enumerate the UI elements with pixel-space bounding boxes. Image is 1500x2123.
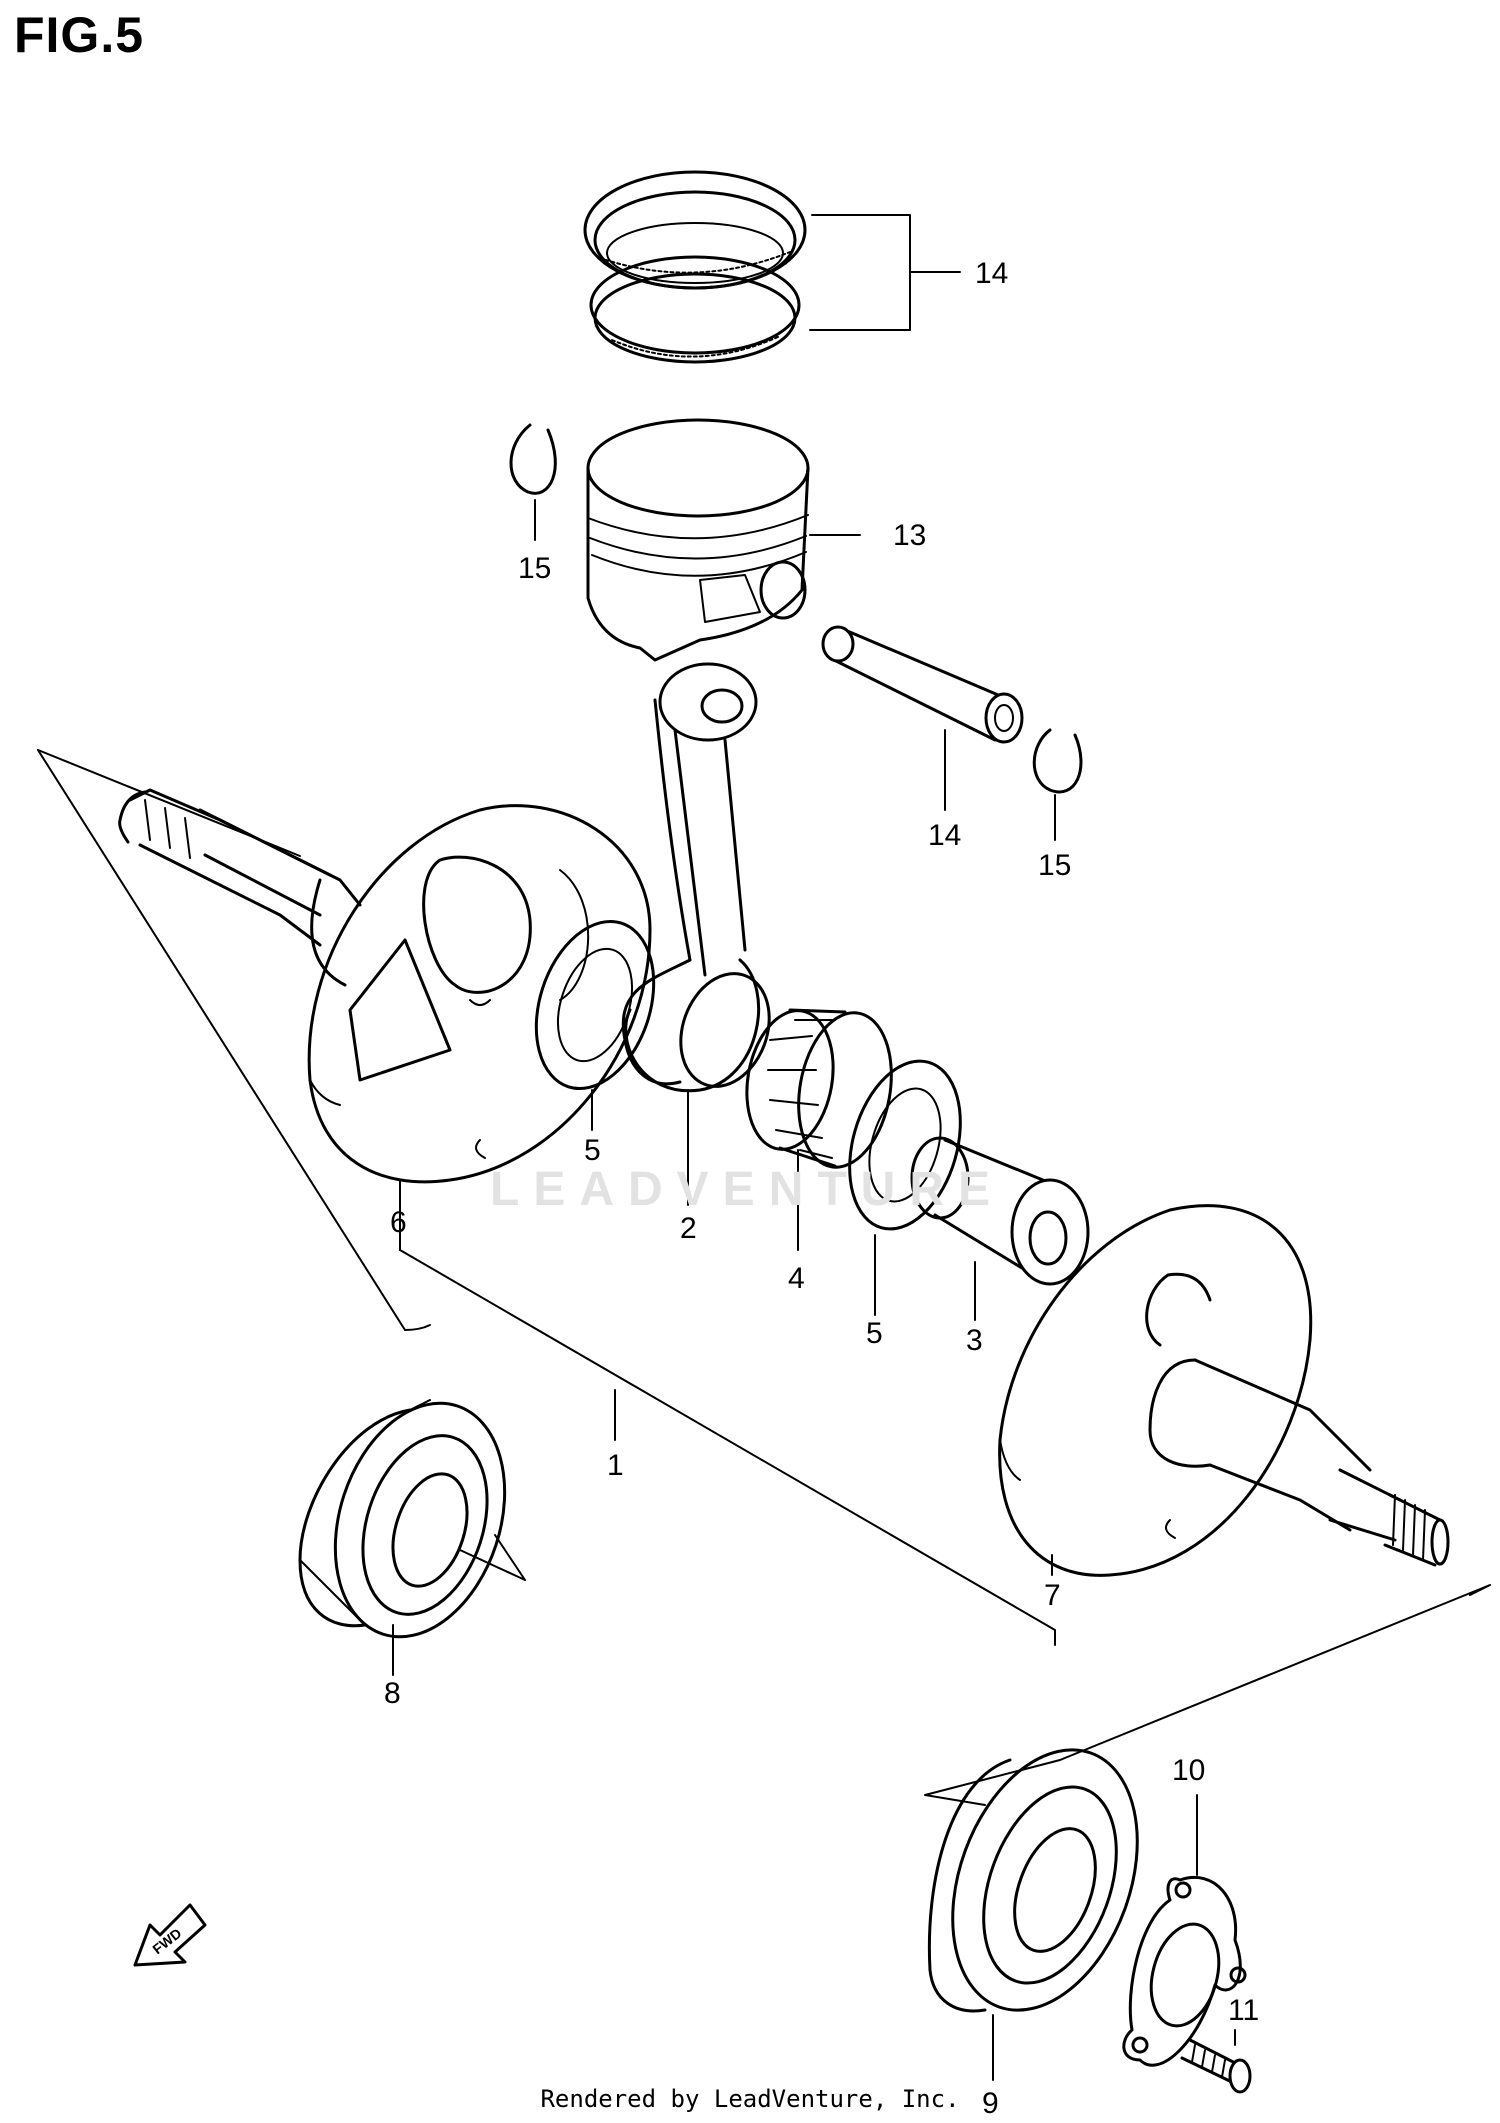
thrust-washer-right-illustration [848,1059,962,1231]
needle-bearing-illustration [745,1008,893,1169]
callout-7: 7 [1044,1579,1061,1612]
callout-11: 11 [1228,1994,1259,2027]
left-bearing-illustration [298,1399,507,1639]
crank-pin-illustration [910,1136,1090,1286]
footer-credit: Rendered by LeadVenture, Inc. [540,2085,960,2113]
leader-lines [392,214,1236,2081]
figure-title: FIG.5 [14,7,145,63]
callout-1: 1 [607,1449,624,1482]
callout-labels: 14 13 15 14 15 5 6 2 4 5 3 1 7 8 10 11 9 [384,257,1259,2120]
retainer-screw-illustration [1180,2038,1252,2094]
callout-10: 10 [1172,1754,1205,1787]
second-ring [589,255,801,355]
callout-2: 2 [680,1212,697,1245]
piston-illustration [586,418,810,662]
connecting-rod-illustration [621,662,771,1093]
left-crank-web-illustration [118,788,652,1184]
circlip-upper-illustration [509,423,557,495]
callout-13: 14 [975,257,1008,290]
watermark: LEADVENTURE [490,1163,1005,1216]
piston-pin-illustration [821,625,1024,744]
callout-15-upper: 15 [518,552,551,585]
assembly-bracket-lines [37,749,1491,1806]
callout-14: 14 [928,819,961,852]
callout-12: 13 [893,519,926,552]
bearing-retainer-illustration [1122,1876,1247,2067]
callout-5-left: 5 [584,1134,601,1167]
circlip-lower-illustration [1032,728,1083,794]
piston-ring-set-illustration [583,170,807,364]
forward-direction-arrow: FWD [133,1903,207,1967]
right-bearing-illustration [927,1748,1139,2013]
callout-5-right: 5 [866,1317,883,1350]
callout-15-lower: 15 [1038,849,1071,882]
callout-4: 4 [788,1262,805,1295]
callout-6: 6 [390,1206,407,1239]
right-crank-web-illustration [998,1204,1450,1577]
callout-8: 8 [384,1677,401,1710]
callout-3: 3 [966,1324,983,1357]
callout-9: 9 [982,2087,999,2120]
